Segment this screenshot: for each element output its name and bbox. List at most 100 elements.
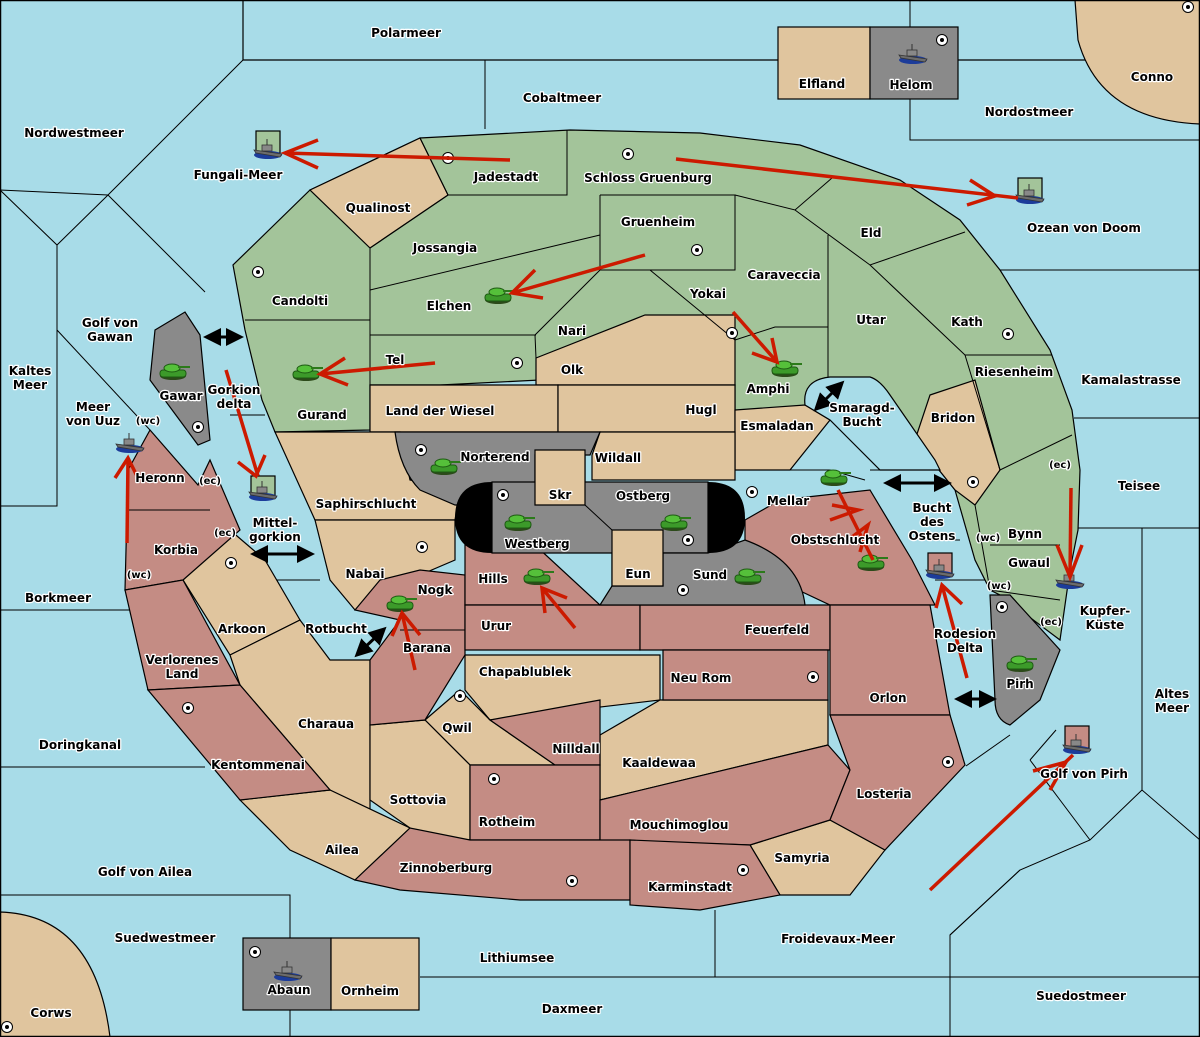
- sea-label: Lithiumsee: [480, 951, 555, 965]
- coast-label: (wc): [987, 581, 1011, 592]
- order-arrow: [284, 151, 511, 162]
- province-label: Elfland: [799, 77, 845, 91]
- sea-label: Gawan: [87, 330, 133, 344]
- supply-center-icon: [622, 148, 634, 160]
- province-ornheim[interactable]: [330, 937, 420, 1011]
- province-label: Abaun: [267, 983, 310, 997]
- province-label: Elchen: [427, 299, 472, 313]
- red-borders: [128, 509, 601, 740]
- order-arrow: [125, 457, 130, 544]
- sea-label: des: [920, 515, 944, 529]
- sea-label: Nordostmeer: [985, 105, 1074, 119]
- province-label: Rotheim: [479, 815, 536, 829]
- order-arrow: [511, 253, 646, 295]
- impassable-east: [708, 482, 745, 553]
- province-label: Jossangia: [412, 241, 477, 255]
- province-label: Obstschlucht: [791, 533, 880, 547]
- province-corws[interactable]: [0, 911, 111, 1037]
- coast-label: (ec): [1040, 617, 1062, 628]
- sea-label: Meer: [1155, 701, 1189, 715]
- sea-label: Meer: [13, 378, 47, 392]
- order-arrow: [675, 157, 1019, 200]
- province-label: Corws: [30, 1006, 71, 1020]
- province-label: Kaaldewaa: [622, 756, 696, 770]
- province-neu-rom: [662, 649, 829, 701]
- province-label: Ailea: [325, 843, 359, 857]
- supply-center-icon: [1002, 328, 1014, 340]
- supply-center-icon: [454, 690, 466, 702]
- province-label: Nabai: [346, 567, 385, 581]
- coast-label: (ec): [199, 476, 221, 487]
- province-kentommenai: [146, 684, 332, 801]
- province-label: Urur: [481, 619, 511, 633]
- province-label: Samyria: [774, 851, 829, 865]
- province-label: Candolti: [272, 294, 328, 308]
- sea-label: Rodesion: [934, 627, 996, 641]
- sea-label: Kaltes: [9, 364, 52, 378]
- supply-center-icon: [252, 266, 264, 278]
- sea-label: Fungali-Meer: [194, 168, 283, 182]
- coast-label: (wc): [976, 533, 1000, 544]
- province-elfland[interactable]: [777, 26, 871, 100]
- sea-label: Cobaltmeer: [523, 91, 601, 105]
- province-label: Charaua: [298, 717, 354, 731]
- province-label: Gruenheim: [621, 215, 695, 229]
- province-label: Gawar: [159, 389, 202, 403]
- impassable-west: [455, 482, 492, 553]
- province-eun-box[interactable]: [611, 529, 664, 587]
- supply-center-icon: [225, 557, 237, 569]
- supply-center-icon: [1, 1021, 13, 1033]
- province-label: Barana: [403, 641, 451, 655]
- province-label: Riesenheim: [975, 365, 1054, 379]
- sea-label: Ozean von Doom: [1027, 221, 1141, 235]
- province-karminstadt: [629, 839, 781, 911]
- coast-label: (wc): [136, 416, 160, 427]
- province-label: Wildall: [595, 451, 641, 465]
- sea-label: Nordwestmeer: [24, 126, 124, 140]
- province-label: Saphirschlucht: [316, 497, 417, 511]
- order-arrow: [224, 369, 260, 477]
- order-arrows: [113, 138, 1084, 892]
- supply-center-icon: [726, 327, 738, 339]
- coast-label: (ec): [1049, 460, 1071, 471]
- province-label: Korbia: [154, 543, 198, 557]
- sea-label: Doringkanal: [39, 738, 121, 752]
- province-label: Skr: [549, 488, 572, 502]
- province-conno[interactable]: [1074, 0, 1200, 125]
- province-label: Conno: [1131, 70, 1173, 84]
- sea-label: Borkmeer: [25, 591, 91, 605]
- province-label: Land der Wiesel: [386, 404, 495, 418]
- sea-label: Froidevaux-Meer: [781, 932, 895, 946]
- order-arrow: [836, 489, 875, 561]
- supply-center-icon: [677, 584, 689, 596]
- province-label: Nari: [558, 324, 586, 338]
- sea-label: von Uuz: [66, 414, 120, 428]
- province-label: Heronn: [135, 471, 184, 485]
- province-label: Ostberg: [616, 489, 670, 503]
- supply-center-icon: [942, 756, 954, 768]
- province-label: Nogk: [418, 583, 454, 597]
- supply-center-icon: [936, 34, 948, 46]
- double-arrow-icon: [813, 380, 845, 412]
- province-label: Pirh: [1006, 677, 1033, 691]
- supply-center-icon: [511, 357, 523, 369]
- sea-label: Suedostmeer: [1036, 989, 1126, 1003]
- sea-label: gorkion: [249, 530, 301, 544]
- province-label: Zinnoberburg: [400, 861, 492, 875]
- sea-label: Daxmeer: [542, 1002, 603, 1016]
- supply-center-icon: [415, 444, 427, 456]
- province-label: Kath: [951, 315, 983, 329]
- sea-label: Rotbucht: [305, 622, 367, 636]
- sea-label: Kupfer-: [1080, 604, 1130, 618]
- sea-label: Ostens: [909, 529, 956, 543]
- province-label: Karminstadt: [648, 880, 732, 894]
- supply-center-icon: [416, 541, 428, 553]
- province-label: Nilldall: [552, 742, 599, 756]
- province-losteria: [829, 714, 966, 851]
- province-label: Helom: [889, 78, 932, 92]
- province-label: Westberg: [504, 537, 569, 551]
- sea-label: delta: [217, 397, 252, 411]
- supply-center-icon: [488, 773, 500, 785]
- province-label: Losteria: [856, 787, 911, 801]
